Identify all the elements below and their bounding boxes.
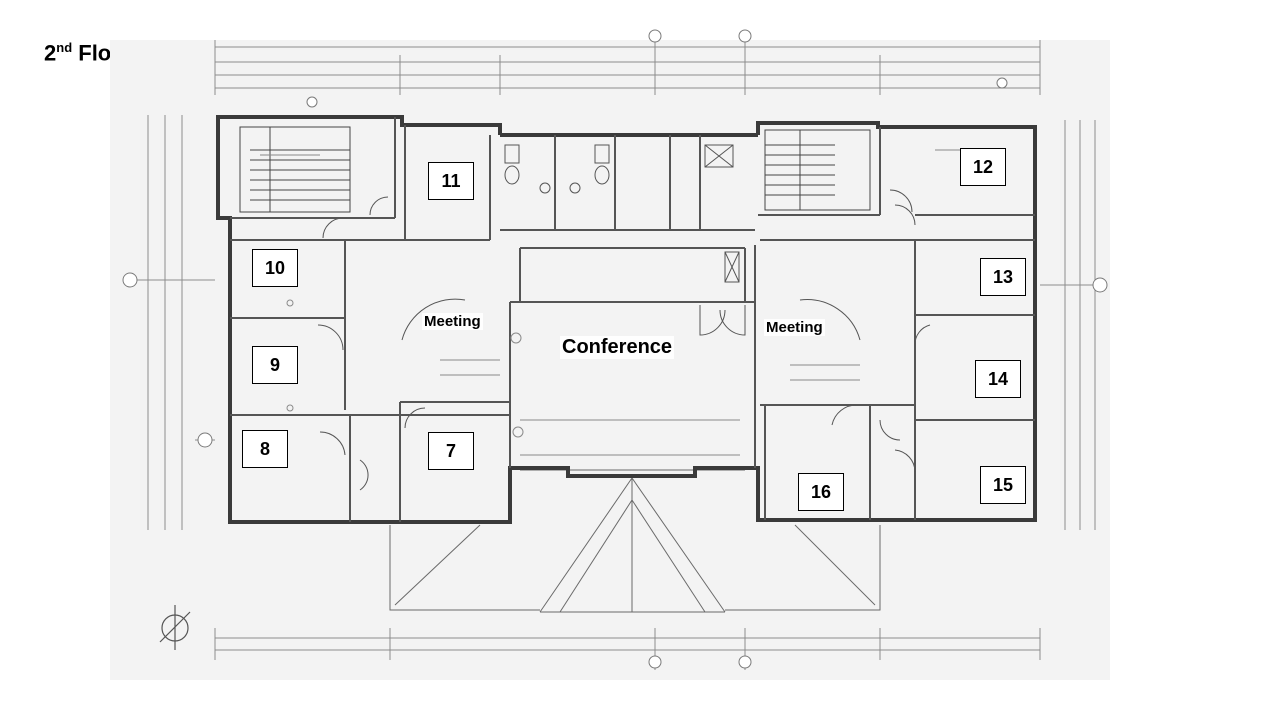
north-arrow	[159, 605, 191, 650]
room-number-8: 8	[242, 430, 288, 468]
room-number-10: 10	[252, 249, 298, 287]
stair-treads-left	[239, 126, 351, 213]
room-number-14: 14	[975, 360, 1021, 398]
room-number-16: 16	[798, 473, 844, 511]
grid-bubbles	[122, 29, 1108, 669]
room-number-11: 11	[428, 162, 474, 200]
conference-room-label: Conference	[560, 336, 675, 359]
dimension-lines-top	[214, 35, 1041, 95]
exterior-walls	[216, 115, 1037, 524]
room-number-12: 12	[960, 148, 1006, 186]
meeting-room-left-label: Meeting	[422, 313, 483, 330]
plan-annotations	[260, 149, 985, 456]
room-number-13: 13	[980, 258, 1026, 296]
stair-treads-right	[764, 129, 871, 211]
room-number-15: 15	[980, 466, 1026, 504]
restroom-fixtures	[504, 144, 740, 283]
dimension-lines-sides	[125, 115, 1105, 530]
door-swings	[317, 189, 931, 491]
meeting-room-right-label: Meeting	[764, 319, 825, 336]
interior-walls	[230, 117, 1035, 522]
room-number-7: 7	[428, 432, 474, 470]
room-number-9: 9	[252, 346, 298, 384]
